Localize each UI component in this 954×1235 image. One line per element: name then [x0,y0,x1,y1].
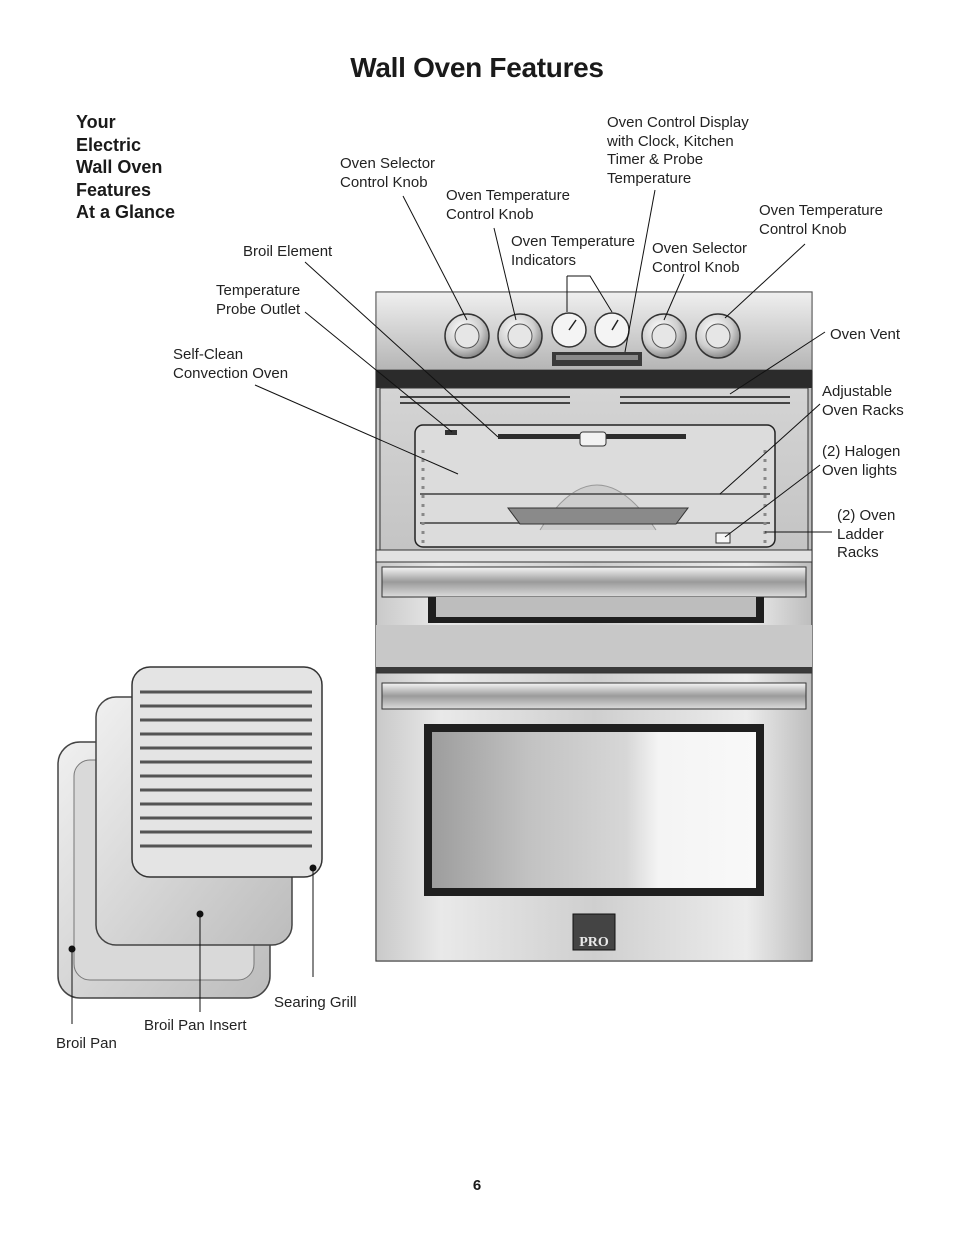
upper-door-handle[interactable] [381,566,807,598]
lower-door-handle[interactable] [381,682,807,710]
intro-line: At a Glance [76,202,176,222]
label-oven-temperature-knob-right: Oven Temperature Control Knob [759,202,883,238]
label-broil-pan-insert: Broil Pan Insert [144,1017,247,1034]
label-oven-selector-knob-right: Oven Selector Control Knob [652,240,748,276]
oven-temperature-knob[interactable] [497,313,543,359]
label-oven-temperature-indicators: Oven Temperature Indicators [511,233,635,269]
label-oven-selector-knob: Oven Selector Control Knob [340,155,436,191]
label-broil-element: Broil Element [243,243,333,260]
probe-outlet [445,430,457,435]
intro-line: Features [76,179,152,200]
leader-lines [71,189,832,1024]
label-oven-ladder-racks: (2) Oven Ladder Racks [837,507,896,561]
page-number: 6 [472,1177,482,1194]
intro-line: Wall Oven [76,157,163,177]
broil-pan-set [57,666,323,999]
page-title: Wall Oven Features [350,52,604,83]
label-oven-temperature-knob: Oven Temperature Control Knob [446,187,570,223]
label-self-clean-convection-oven: Self-Clean Convection Oven [173,346,289,382]
label-broil-pan: Broil Pan [56,1035,117,1052]
intro-heading: Your Electric Wall Oven Features At a Gl… [76,111,175,224]
oven-selector-knob[interactable] [444,313,490,359]
label-adjustable-oven-racks: Adjustable Oven Racks [822,383,904,419]
oven-vent [376,370,812,388]
label-oven-vent: Oven Vent [830,326,901,343]
oven-temperature-knob[interactable] [695,313,741,359]
temperature-indicator-gauge [594,312,630,348]
oven-selector-knob[interactable] [641,313,687,359]
pro-badge [572,913,616,951]
wall-oven: PRO [375,291,813,962]
intro-line: Electric [76,134,142,155]
label-temperature-probe-outlet: Temperature Probe Outlet [216,282,301,318]
intro-line: Your [76,112,116,132]
temperature-indicator-gauge [551,312,587,348]
label-halogen-oven-lights: (2) Halogen Oven lights [822,443,901,479]
pro-badge-text: PRO [579,935,609,950]
label-oven-control-display: Oven Control Display with Clock, Kitchen… [607,114,749,187]
label-searing-grill: Searing Grill [274,994,357,1011]
